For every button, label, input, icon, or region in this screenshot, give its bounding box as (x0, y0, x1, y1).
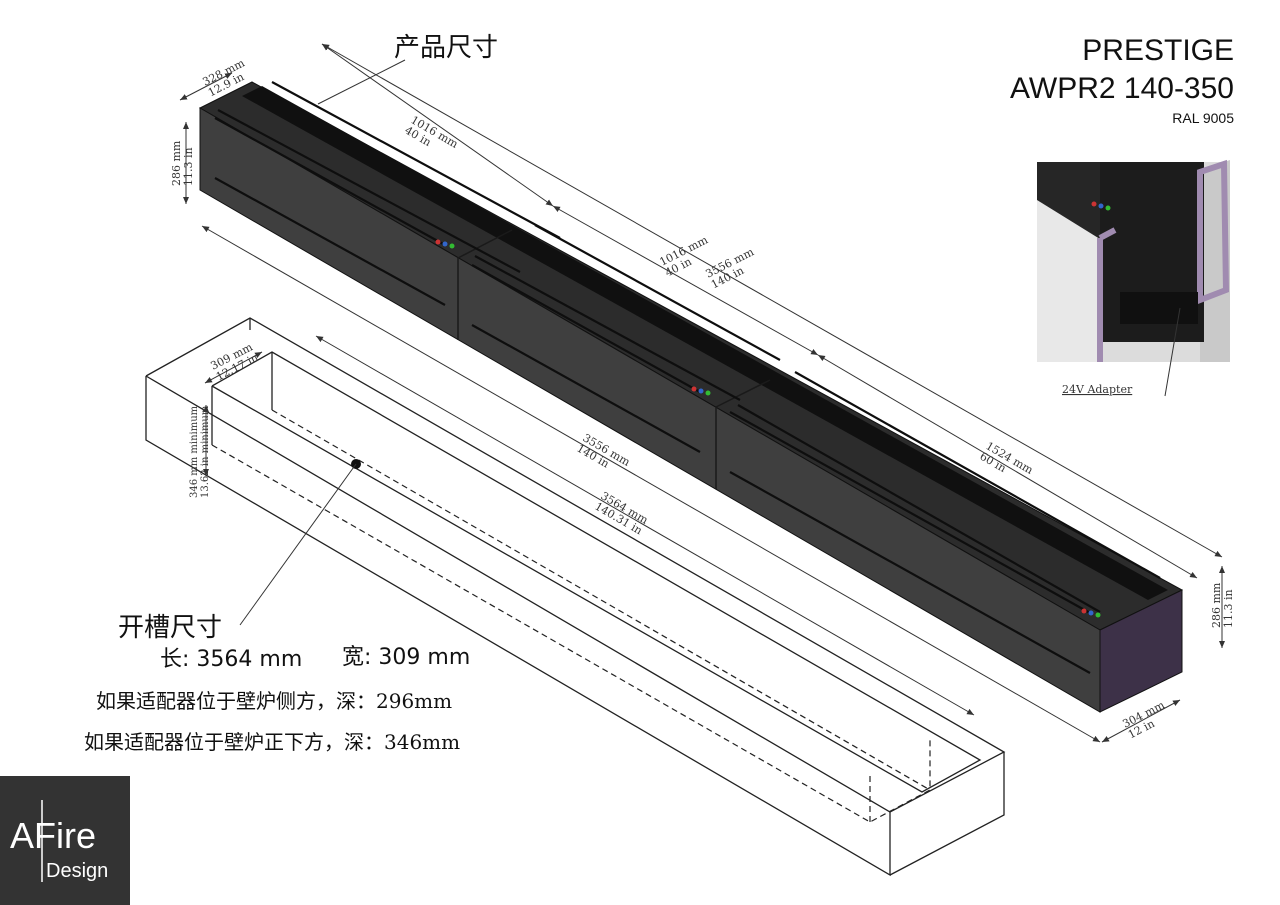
dim-height-left-in: 11.3 in (182, 147, 195, 186)
svg-text:286 mm11.3 in: 286 mm11.3 in (1210, 582, 1235, 628)
logo-line2: Design (46, 860, 108, 882)
brand-title: PRESTIGE (1082, 34, 1234, 67)
cutout-size-label: 开槽尺寸 (118, 613, 222, 643)
cutout-dimension-lines (203, 335, 975, 716)
model-title: AWPR2 140-350 (1010, 72, 1234, 105)
svg-text:3556 mm140 in: 3556 mm140 in (575, 431, 633, 479)
cutout-width-label: 宽: (342, 645, 371, 670)
afire-logo: AFire Design (0, 776, 130, 905)
adapter-label: 24V Adapter (1062, 383, 1133, 396)
svg-text:3556 mm140 in: 3556 mm140 in (703, 245, 762, 291)
header: PRESTIGE AWPR2 140-350 RAL 9005 (1010, 34, 1234, 126)
note-adapter-below: 如果适配器位于壁炉正下方，深：346mm (84, 730, 460, 754)
svg-text:309 mm12.17 in: 309 mm12.17 in (208, 340, 260, 383)
dim-height-left-mm: 286 mm (170, 140, 183, 186)
dim-cutout-depth-in: 13.62 in minimum (200, 405, 211, 498)
product-size-label: 产品尺寸 (394, 33, 498, 63)
adapter-inset: 24V Adapter (1037, 159, 1230, 397)
cutout-summary: 长: 3564 mm 宽: 309 mm 如果适配器位于壁炉侧方，深：296mm… (84, 645, 470, 754)
svg-text:宽: 309 mm: 宽: 309 mm (342, 645, 470, 670)
insert-end-face (1099, 589, 1183, 713)
svg-text:长: 3564 mm: 长: 3564 mm (160, 647, 302, 672)
logo-line1: AFire (10, 815, 96, 856)
svg-text:346 mm minimum13.62 in minimum: 346 mm minimum13.62 in minimum (189, 405, 211, 498)
insert-top-face (198, 81, 1184, 631)
dim-height-right-in: 11.3 in (1222, 589, 1235, 628)
cutout-length-value: 3564 mm (196, 647, 302, 672)
cutout-width-value: 309 mm (378, 645, 470, 670)
note-adapter-side: 如果适配器位于壁炉侧方，深：296mm (96, 689, 452, 713)
svg-text:286 mm11.3 in: 286 mm11.3 in (170, 140, 195, 186)
svg-text:304 mm12 in: 304 mm12 in (1120, 698, 1172, 741)
color-code: RAL 9005 (1172, 110, 1234, 126)
cutout-length-label: 长: (160, 647, 189, 672)
svg-text:3564 mm140.31 in: 3564 mm140.31 in (593, 489, 651, 537)
insert-top-slot (242, 86, 1168, 600)
dim-cutout-depth-mm: 346 mm minimum (189, 405, 200, 498)
fireplace-insert (198, 81, 1184, 713)
dim-height-right-mm: 286 mm (1210, 582, 1223, 628)
adapter-box (1120, 292, 1198, 324)
